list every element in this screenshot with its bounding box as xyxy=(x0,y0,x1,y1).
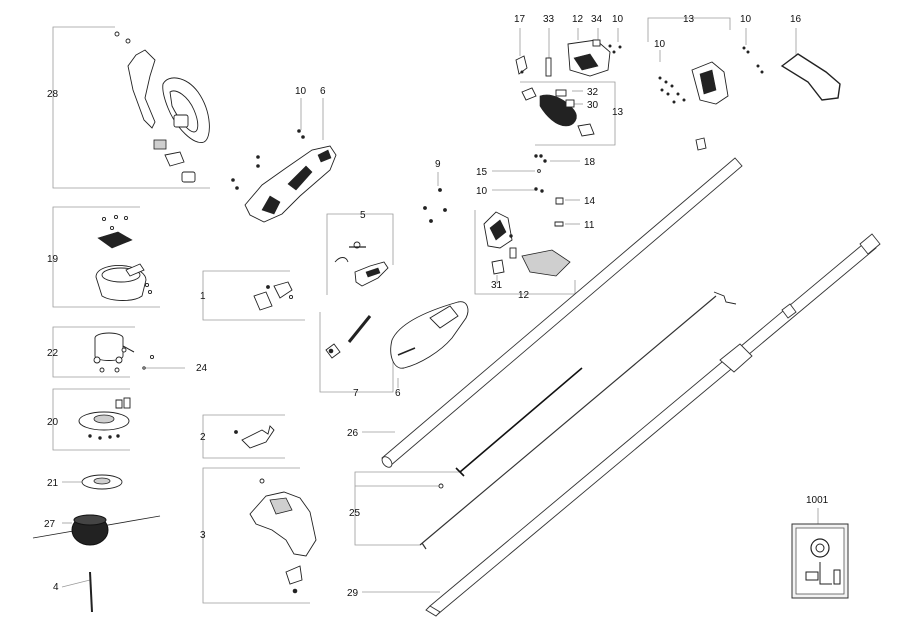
label-1: 1 xyxy=(200,291,206,302)
label-29: 29 xyxy=(347,588,359,599)
spool-base-20 xyxy=(78,397,131,440)
label-32: 32 xyxy=(587,87,599,98)
label-24: 24 xyxy=(196,363,208,374)
thin-rod-25 xyxy=(419,291,737,550)
label-16: 16 xyxy=(790,14,802,25)
label-10: 10 xyxy=(612,14,624,25)
label-11: 11 xyxy=(584,220,595,231)
switch-board-13 xyxy=(521,87,595,137)
electronics-13 xyxy=(658,46,764,151)
cable-7 xyxy=(325,315,372,359)
label-15: 15 xyxy=(476,167,488,178)
drive-cable-25 xyxy=(438,367,583,489)
label-5: 5 xyxy=(360,210,366,221)
label-4: 4 xyxy=(53,582,59,593)
label-1001: 1001 xyxy=(806,495,829,506)
part-labels: 28 10 6 17 33 12 34 10 13 10 16 10 32 30… xyxy=(44,14,829,599)
label-13: 13 xyxy=(683,14,695,25)
label-6: 6 xyxy=(320,86,326,97)
label-2: 2 xyxy=(200,432,206,443)
label-27: 27 xyxy=(44,519,56,530)
label-12: 12 xyxy=(518,290,530,301)
bracket-2 xyxy=(234,425,275,449)
label-25: 25 xyxy=(349,508,361,519)
label-9: 9 xyxy=(435,159,441,170)
label-17: 17 xyxy=(514,14,526,25)
guard-3 xyxy=(249,478,317,594)
label-30: 30 xyxy=(587,100,599,111)
label-12: 12 xyxy=(572,14,584,25)
shaft-tube-29 xyxy=(425,233,881,617)
label-14: 14 xyxy=(584,196,596,207)
loop-handle-16 xyxy=(780,53,841,101)
label-13: 13 xyxy=(612,107,624,118)
switch-assembly-5 xyxy=(334,241,389,287)
small-screws xyxy=(423,154,564,227)
label-26: 26 xyxy=(347,428,359,439)
label-7: 7 xyxy=(353,388,359,399)
spool-cap-21 xyxy=(81,474,123,490)
top-cluster xyxy=(515,39,622,77)
cover-assembly-19 xyxy=(95,214,153,301)
parts-group-1 xyxy=(253,281,294,311)
label-10: 10 xyxy=(295,86,307,97)
shaft-tube-26 xyxy=(381,157,743,468)
label-21: 21 xyxy=(47,478,59,489)
label-33: 33 xyxy=(543,14,555,25)
handle-assembly-28 xyxy=(114,31,210,183)
label-3: 3 xyxy=(200,530,206,541)
label-6: 6 xyxy=(395,388,401,399)
housing-half-6 xyxy=(231,129,337,223)
label-28: 28 xyxy=(47,89,59,100)
label-10: 10 xyxy=(740,14,752,25)
head-housing-12 xyxy=(483,211,571,277)
label-10: 10 xyxy=(654,39,666,50)
label-18: 18 xyxy=(584,157,596,168)
label-34: 34 xyxy=(591,14,603,25)
line-piece-4 xyxy=(89,571,93,613)
label-19: 19 xyxy=(47,254,59,265)
housing-rear-6 xyxy=(390,301,469,369)
motor-22 xyxy=(93,332,155,373)
leader-lines xyxy=(52,17,819,604)
label-20: 20 xyxy=(47,417,59,428)
label-22: 22 xyxy=(47,348,59,359)
label-31: 31 xyxy=(491,280,503,291)
charger-symbol-icon xyxy=(791,523,849,599)
spool-27 xyxy=(32,514,161,546)
label-10: 10 xyxy=(476,186,488,197)
